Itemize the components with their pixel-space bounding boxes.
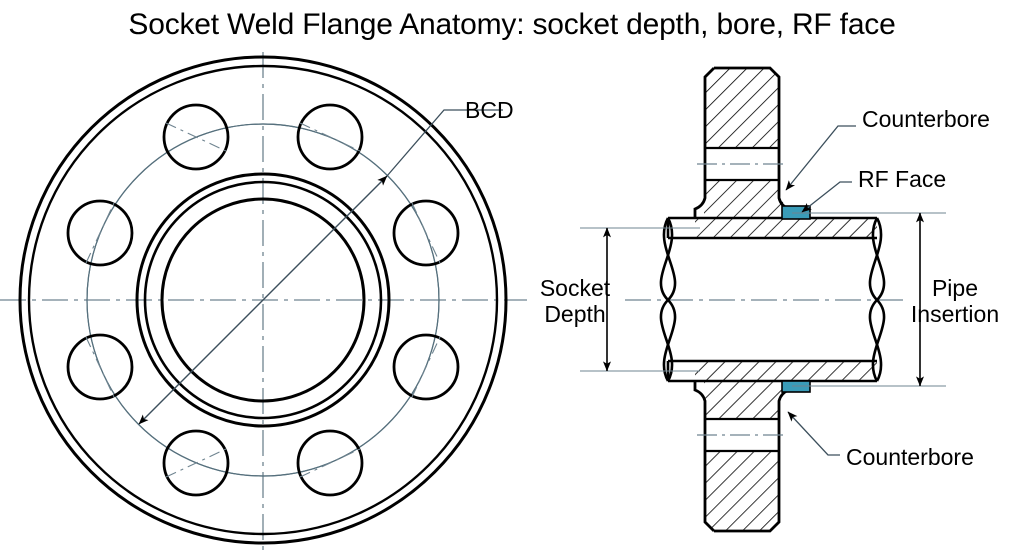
front-flange-view: BCD — [0, 52, 527, 552]
pipe-break-symbol-left-mirror — [659, 217, 677, 382]
rf-face-leader — [801, 181, 852, 213]
bolt-hole — [392, 333, 460, 401]
rf-face-label: RF Face — [858, 166, 946, 192]
counterbore-top-label: Counterbore — [862, 106, 990, 132]
hub-outer-circle — [135, 172, 391, 428]
flange-outer-diameter — [18, 55, 508, 545]
pipe-break-symbol-right-mirror — [868, 217, 886, 382]
lower-flange-plate-hatch — [695, 361, 877, 381]
counterbore-bottom-label: Counterbore — [846, 444, 974, 470]
front-center-lines — [0, 52, 527, 552]
flange-outer-edge-chamfer — [27, 64, 499, 536]
pipe-insertion-label-line2: Insertion — [911, 301, 999, 327]
bolt-hole — [296, 429, 364, 497]
bcd-dimension-line — [138, 175, 388, 425]
bcd-label: BCD — [465, 97, 514, 123]
socket-depth-label-line2: Depth — [544, 301, 605, 327]
bolt-hole-centerlines — [85, 122, 441, 478]
bolt-hole — [296, 103, 364, 171]
bolt-hole — [162, 429, 230, 497]
bolt-hole — [66, 199, 134, 267]
section-flange-view: Socket Depth Pipe Insertion Counterbore … — [540, 66, 999, 533]
lower-flange-body-hatch — [704, 381, 789, 531]
lower-flange-plate-outline — [668, 359, 877, 383]
upper-body-left-outline — [693, 67, 715, 218]
bolt-hole-group — [66, 103, 460, 497]
page-title: Socket Weld Flange Anatomy: socket depth… — [128, 8, 896, 41]
bolt-hole — [66, 333, 134, 401]
bolt-circle-diameter-circle — [86, 123, 440, 477]
bolt-hole — [392, 199, 460, 267]
counterbore-bottom-leader — [787, 411, 840, 456]
upper-flange-plate-hatch — [695, 218, 877, 238]
counterbore-top-leader — [785, 125, 856, 191]
bcd-leader-line — [386, 109, 503, 177]
upper-flange-body-hatch — [704, 68, 789, 218]
upper-flange-plate-outline — [668, 216, 877, 240]
bolt-hole — [162, 103, 230, 171]
socket-depth-label-line1: Socket — [540, 275, 611, 301]
pipe-insertion-label-line1: Pipe — [932, 275, 978, 301]
lower-body-left-outline — [693, 381, 715, 532]
